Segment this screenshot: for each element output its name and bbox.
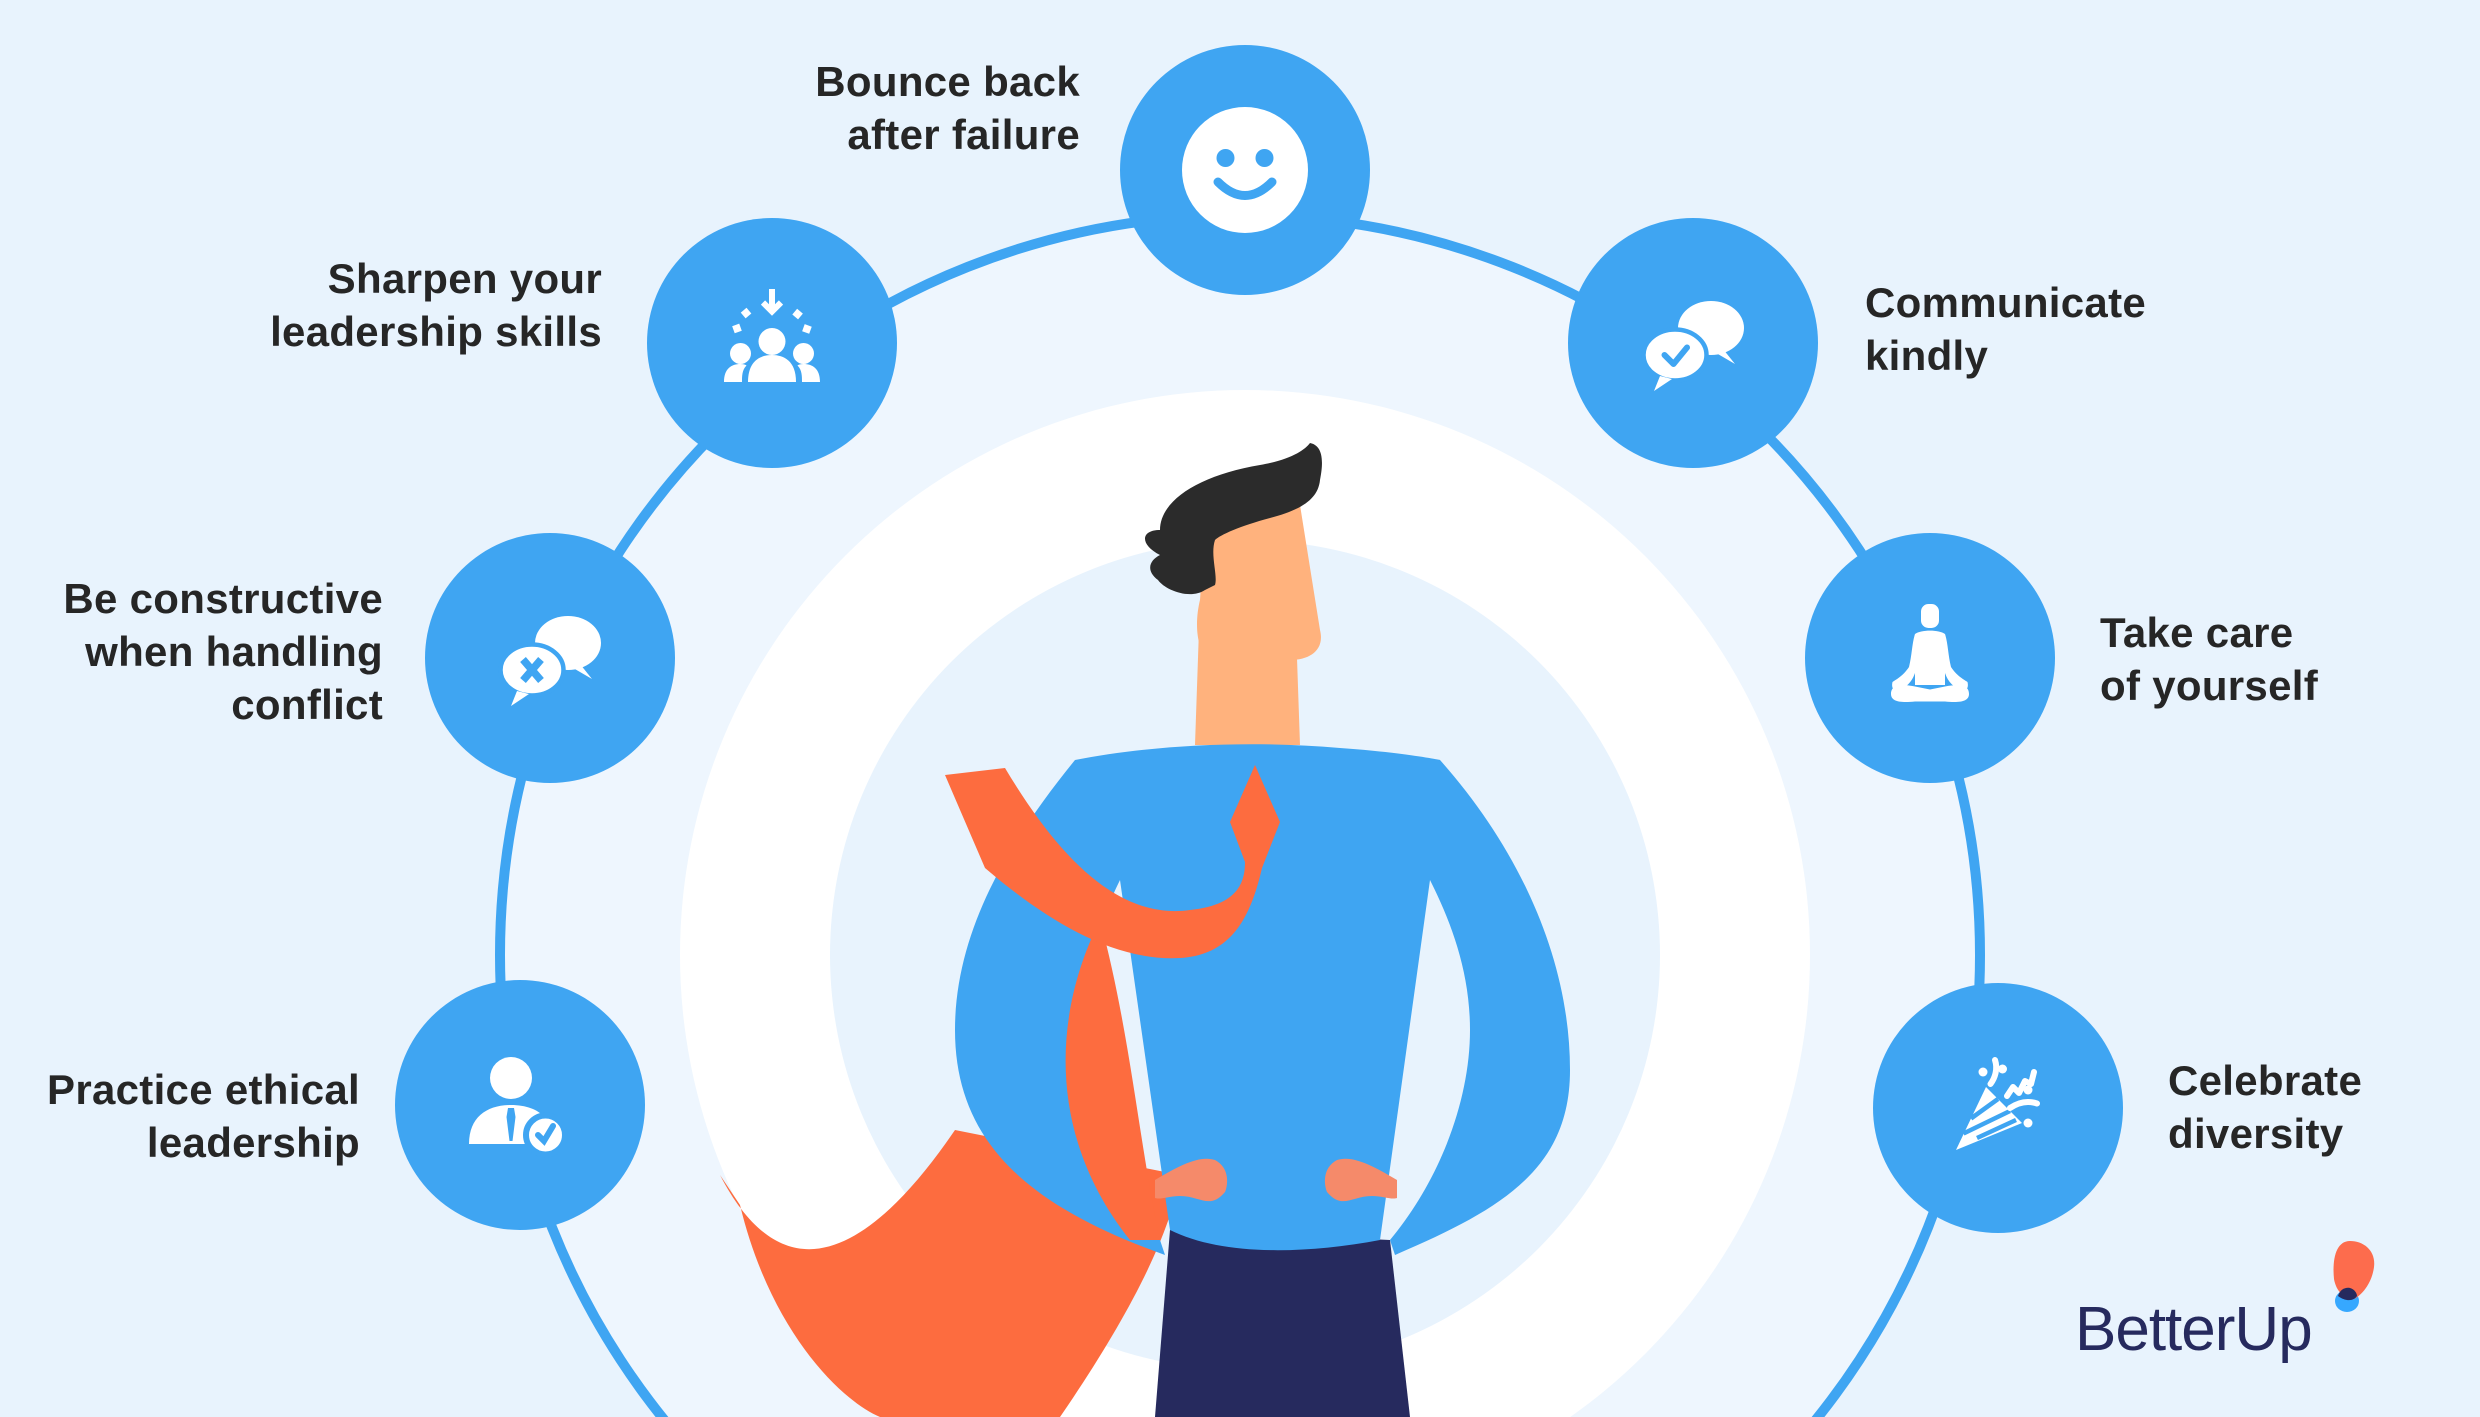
node-take-care <box>1805 533 2055 783</box>
team-focus-icon <box>724 289 820 382</box>
label-sharpen-leadership: Sharpen your leadership skills <box>270 255 602 355</box>
node-celebrate-diversity <box>1873 983 2123 1233</box>
label-be-constructive: Be constructive when handling conflict <box>63 575 383 728</box>
label-bounce-back: Bounce back after failure <box>815 58 1080 158</box>
chat-check-icon <box>1641 301 1744 391</box>
meditation-icon <box>1891 604 1969 703</box>
node-practice-ethical <box>395 980 645 1230</box>
businessman-check-icon <box>469 1057 568 1158</box>
node-be-constructive <box>425 533 675 783</box>
chat-x-icon <box>498 616 601 706</box>
node-bounce-back <box>1120 45 1370 295</box>
smiley-face-icon <box>1182 107 1308 233</box>
label-celebrate-diversity: Celebrate diversity <box>2168 1057 2363 1157</box>
node-communicate-kindly <box>1568 218 1818 468</box>
betterup-logo: BetterUp <box>2075 1241 2375 1365</box>
logo-drop-icon <box>2333 1241 2375 1312</box>
label-take-care: Take care of yourself <box>2100 609 2318 709</box>
node-sharpen-leadership <box>647 218 897 468</box>
party-popper-icon <box>1956 1057 2040 1150</box>
label-communicate-kindly: Communicate kindly <box>1865 279 2147 379</box>
superhero-figure <box>720 443 1570 1417</box>
logo-wordmark: BetterUp <box>2075 1295 2313 1364</box>
label-practice-ethical: Practice ethical leadership <box>47 1066 360 1166</box>
